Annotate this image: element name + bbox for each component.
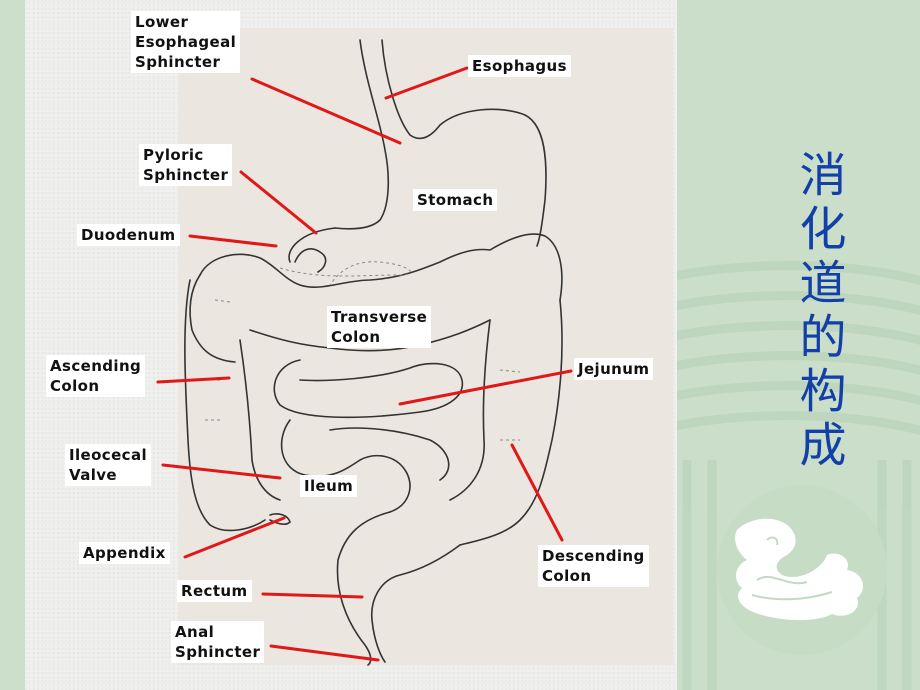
jade-dragon-icon <box>735 518 864 621</box>
label-esophagus: Esophagus <box>468 55 571 77</box>
label-rectum: Rectum <box>177 580 252 602</box>
label-jejunum: Jejunum <box>574 358 654 380</box>
label-ileum: Ileum <box>300 475 358 497</box>
label-ileocecal-valve: Ileocecal Valve <box>65 444 152 486</box>
leader-lines <box>156 66 573 662</box>
label-appendix: Appendix <box>79 542 170 564</box>
label-transverse-colon: Transverse Colon <box>327 306 432 348</box>
label-duodenum: Duodenum <box>77 224 180 246</box>
slide-title: 消化道的构成 <box>790 150 846 474</box>
content-panel: Lower Esophageal Sphincter Esophagus Pyl… <box>25 0 677 690</box>
stomach-outline <box>381 39 547 247</box>
label-anal-sphincter: Anal Sphincter <box>171 621 265 663</box>
title-sidebar: 消化道的构成 <box>677 0 920 690</box>
left-margin-strip <box>0 0 25 690</box>
esophagus-outline <box>334 39 390 230</box>
label-ascending-colon: Ascending Colon <box>46 355 146 397</box>
digestive-tract-illustration <box>156 39 573 666</box>
label-pyloric-sphincter: Pyloric Sphincter <box>139 144 233 186</box>
label-lower-esophageal-sphincter: Lower Esophageal Sphincter <box>131 11 241 73</box>
label-descending-colon: Descending Colon <box>538 545 649 587</box>
label-stomach: Stomach <box>413 189 498 211</box>
